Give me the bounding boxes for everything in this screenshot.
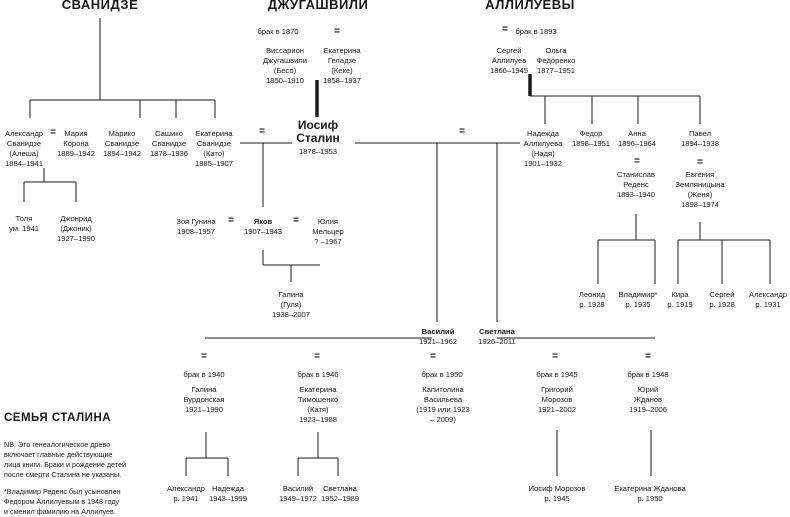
- marriage-sign: =: [314, 351, 320, 362]
- marriage-sign: =: [201, 351, 207, 362]
- person-ekaterina-timoshenko: Екатерина Тимошенко (Катя)1923–1988: [297, 385, 339, 424]
- marriage-label-dzhugashvili: брак в 1870: [257, 27, 299, 36]
- marriage-sign: =: [634, 156, 640, 167]
- marriage-sign: =: [552, 351, 558, 362]
- marriage-label-zhdanov: брак в 1948: [627, 370, 669, 379]
- marriage-sign: =: [334, 26, 340, 37]
- person-vladimir: Владимир*р. 1935: [618, 290, 658, 309]
- marriage-sign: =: [259, 126, 265, 137]
- marriage-sign: =: [228, 215, 234, 226]
- person-kapitolina-vasilyeva: Капитолина Васильева(1919 или 1923 – 200…: [416, 385, 470, 424]
- person-nadezhda-allilueva: Надежда Аллилуева (Надя)1901–1932: [523, 129, 563, 168]
- diagram-title: СЕМЬЯ СТАЛИНА: [4, 412, 112, 424]
- marriage-sign: =: [697, 157, 703, 168]
- person-ekaterina-svanidze: Екатерина Сванидзе(Като) 1885–1907: [194, 129, 234, 168]
- family-header-alliluevy: АЛЛИЛУЕВЫ: [485, 0, 575, 12]
- person-ekaterina-geladze: Екатерина Геладзе (Кеке)1858–1937: [322, 46, 362, 85]
- person-galina-gulya: Галина (Гуля)1938–2007: [271, 290, 311, 319]
- marriage-label-galina: брак в 1940: [183, 370, 225, 379]
- marriage-sign: =: [502, 24, 508, 35]
- person-dzhonrid: Джонрид (Джоник)1927–1990: [56, 214, 96, 243]
- person-evgenia: Евгения Земляницына (Женя)1898–1974: [675, 170, 725, 209]
- marriage-label-ekaterina-t: брак в 1946: [297, 370, 339, 379]
- person-alexander-svanidze: Александр Сванидзе (Алеша)1884–1941: [4, 129, 44, 168]
- marriage-sign: =: [459, 126, 465, 137]
- marriage-sign: =: [293, 215, 299, 226]
- marriage-sign: =: [430, 351, 436, 362]
- marriage-sign: =: [50, 127, 56, 138]
- person-vissarion: Виссарион Джугашвили (Бесо)1850–1910: [263, 46, 307, 85]
- marriage-label-alliluevy: брак в 1893: [515, 27, 557, 36]
- note-text: NB. Это генеалогическое древо включает г…: [4, 440, 127, 479]
- person-yulia-meltser: Юлия Мельцер? –1967: [312, 217, 344, 246]
- family-header-dzhugashvili: ДЖУГАШВИЛИ: [267, 0, 369, 12]
- family-header-svanidze: СВАНИДЗЕ: [61, 0, 139, 12]
- marriage-label-kapitolina: брак в 1950: [421, 370, 463, 379]
- footnote-text: *Владимир Реденс был усыновлен Федором А…: [4, 487, 121, 516]
- marriage-label-morozov: брак в 1945: [536, 370, 578, 379]
- marriage-sign: =: [645, 351, 651, 362]
